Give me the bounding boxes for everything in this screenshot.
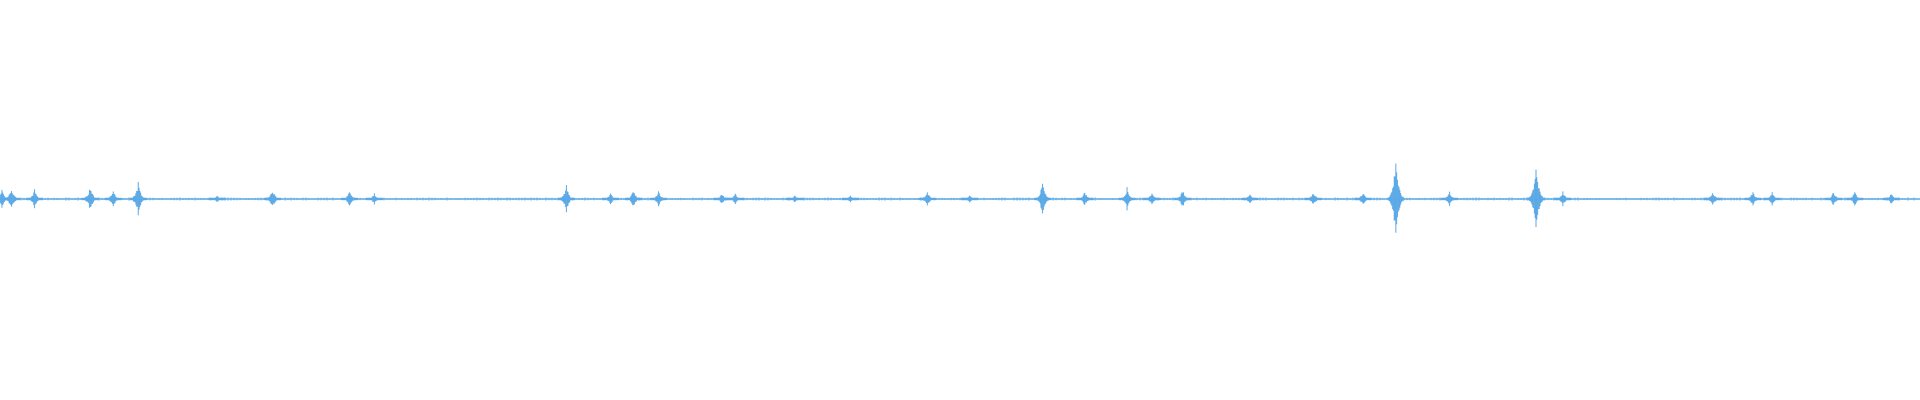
waveform-peak (650, 191, 668, 207)
waveform-peak (264, 192, 282, 205)
waveform-peak (3, 191, 21, 207)
waveform-peak (918, 192, 936, 206)
waveform-peak (26, 189, 44, 209)
waveform-peak (1387, 163, 1405, 233)
waveform-peak (1554, 191, 1572, 207)
waveform-peak (842, 195, 860, 203)
waveform-peak (1825, 193, 1843, 205)
waveform-peak (1846, 192, 1864, 206)
waveform-peak (726, 193, 744, 205)
waveform-peak (1143, 193, 1161, 205)
waveform-peak (602, 193, 620, 205)
waveform-peak (1441, 191, 1459, 207)
waveform-peak (208, 195, 226, 203)
waveform-peak (1304, 194, 1322, 204)
waveform-peak (365, 193, 383, 205)
waveform-peak (1527, 169, 1545, 228)
waveform-peak (1034, 183, 1052, 214)
waveform-peak (104, 191, 122, 207)
waveform-peak (1241, 194, 1259, 204)
waveform-peak (557, 185, 575, 213)
waveform-peak (129, 181, 147, 216)
waveform-peak (1704, 193, 1722, 205)
waveform-peak (961, 195, 979, 203)
waveform-peak (81, 189, 99, 208)
waveform-peak (786, 195, 804, 203)
waveform-peak (1354, 194, 1372, 204)
waveform-peak (1076, 192, 1094, 205)
waveform-peak (1118, 187, 1136, 211)
waveform-peak (1882, 194, 1900, 204)
waveform-peak (1744, 192, 1762, 206)
waveform-peak (340, 192, 358, 206)
waveform-peak (625, 192, 643, 206)
waveform-peak (1174, 192, 1192, 206)
waveform-peak (1763, 192, 1781, 206)
